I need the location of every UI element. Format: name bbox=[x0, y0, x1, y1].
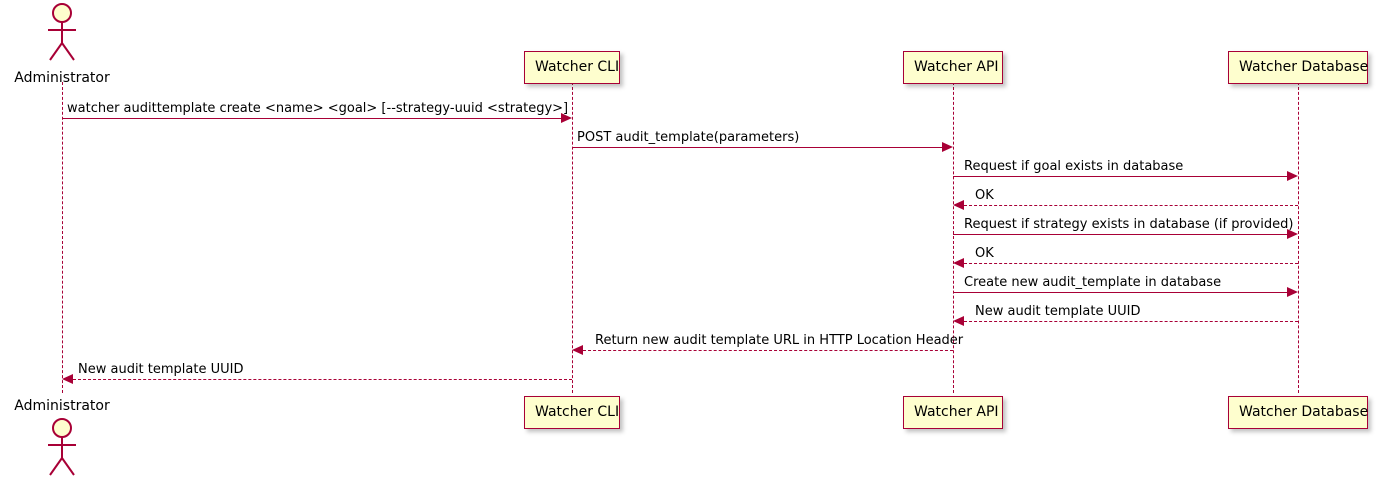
message-arrow-line-2 bbox=[572, 147, 943, 148]
message-arrow-line-7 bbox=[953, 292, 1288, 293]
message-arrow-line-4 bbox=[964, 205, 1298, 206]
message-label-3: Request if goal exists in database bbox=[964, 159, 1184, 174]
message-arrow-line-9 bbox=[583, 350, 953, 351]
message-arrow-line-3 bbox=[953, 176, 1288, 177]
lifeline-administrator bbox=[62, 82, 63, 393]
participant-box-watcher-api-top[interactable]: Watcher API bbox=[903, 51, 1003, 84]
participant-box-watcher-cli-top[interactable]: Watcher CLI bbox=[524, 51, 620, 84]
message-label-10: New audit template UUID bbox=[78, 362, 244, 377]
message-label-6: OK bbox=[975, 246, 994, 261]
actor-label-administrator-bottom: Administrator bbox=[14, 398, 110, 414]
message-arrow-head-4 bbox=[953, 200, 964, 210]
message-arrow-line-8 bbox=[964, 321, 1298, 322]
participant-box-watcher-cli-bottom[interactable]: Watcher CLI bbox=[524, 396, 620, 429]
message-label-1: watcher audittemplate create <name> <goa… bbox=[67, 101, 569, 116]
message-arrow-line-10 bbox=[73, 379, 572, 380]
message-label-8: New audit template UUID bbox=[975, 304, 1141, 319]
message-arrow-head-1 bbox=[561, 113, 572, 123]
message-arrow-head-6 bbox=[953, 258, 964, 268]
lifeline-watcher-cli bbox=[572, 82, 573, 393]
message-arrow-head-10 bbox=[62, 374, 73, 384]
message-arrow-head-8 bbox=[953, 316, 964, 326]
message-arrow-head-2 bbox=[942, 142, 953, 152]
participant-box-watcher-database-top[interactable]: Watcher Database bbox=[1228, 51, 1368, 84]
message-arrow-head-9 bbox=[572, 345, 583, 355]
message-label-7: Create new audit_template in database bbox=[964, 275, 1222, 290]
actor-icon bbox=[48, 418, 76, 476]
message-arrow-head-5 bbox=[1287, 229, 1298, 239]
actor-icon bbox=[48, 3, 76, 61]
message-label-9: Return new audit template URL in HTTP Lo… bbox=[595, 333, 964, 348]
actor-administrator-top bbox=[41, 2, 83, 68]
message-arrow-line-5 bbox=[953, 234, 1288, 235]
message-arrow-head-3 bbox=[1287, 171, 1298, 181]
message-label-4: OK bbox=[975, 188, 994, 203]
lifeline-watcher-api bbox=[953, 82, 954, 393]
message-label-2: POST audit_template(parameters) bbox=[577, 130, 800, 145]
actor-administrator-bottom bbox=[41, 417, 83, 483]
message-arrow-line-6 bbox=[964, 263, 1298, 264]
participant-box-watcher-api-bottom[interactable]: Watcher API bbox=[903, 396, 1003, 429]
actor-label-administrator-top: Administrator bbox=[14, 70, 110, 86]
message-arrow-head-7 bbox=[1287, 287, 1298, 297]
participant-box-watcher-database-bottom[interactable]: Watcher Database bbox=[1228, 396, 1368, 429]
message-label-5: Request if strategy exists in database (… bbox=[964, 217, 1294, 232]
message-arrow-line-1 bbox=[62, 118, 562, 119]
lifeline-watcher-database bbox=[1298, 82, 1299, 393]
